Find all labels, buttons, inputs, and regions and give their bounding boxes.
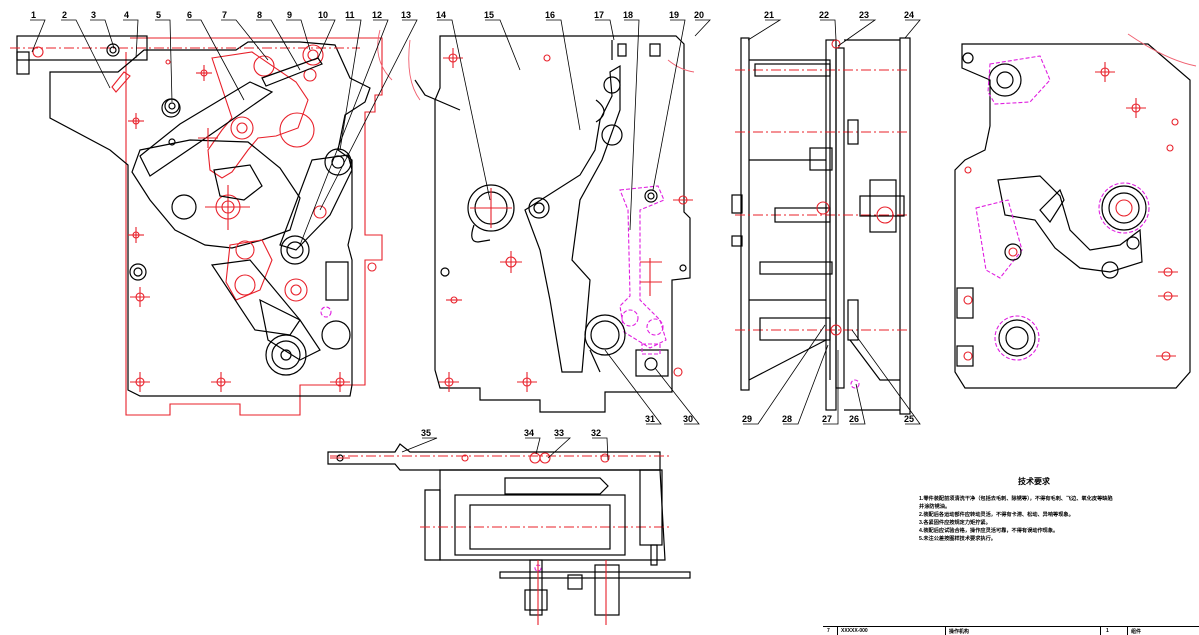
title-block-divider (1127, 627, 1128, 635)
part-label-31: 31 (645, 414, 655, 424)
part-label-13: 13 (401, 10, 411, 20)
technical-requirements-title: 技术要求 (1018, 477, 1050, 486)
title-block-cell: 7 (827, 628, 830, 634)
part-label-22: 22 (819, 10, 829, 20)
view-bottom (327, 443, 691, 625)
part-label-23: 23 (859, 10, 869, 20)
part-label-32: 32 (591, 428, 601, 438)
title-block-cell: 组件 (1131, 629, 1142, 635)
part-label-19: 19 (669, 10, 679, 20)
part-label-9: 9 (287, 10, 292, 20)
requirement-line: 4.装配后应试验合格，操作应灵活可靠，不得有误动作现象。 (919, 528, 1059, 534)
view-front-left (10, 29, 393, 416)
title-block-cell: XXXXX-000 (841, 628, 868, 634)
part-label-28: 28 (782, 414, 792, 424)
requirement-line: 1.零件装配前须清洗干净（包括去毛刺、除锈等），不得有毛刺、飞边、氧化皮等缺陷 (919, 496, 1113, 502)
view-side (731, 37, 911, 415)
part-label-17: 17 (594, 10, 604, 20)
view-front-middle (408, 35, 695, 413)
part-label-4: 4 (124, 10, 129, 20)
part-label-1: 1 (31, 10, 36, 20)
title-block-cell: 1 (1106, 628, 1109, 634)
part-labels: 1 2 3 4 5 6 7 8 9 10 11 12 13 14 15 16 1… (31, 10, 914, 438)
part-label-3: 3 (91, 10, 96, 20)
title-block-divider (837, 627, 838, 635)
title-block: 7 XXXXX-000 操作机构 1 组件 (823, 626, 1199, 635)
part-label-20: 20 (694, 10, 704, 20)
part-label-21: 21 (764, 10, 774, 20)
part-label-29: 29 (742, 414, 752, 424)
part-label-6: 6 (187, 10, 192, 20)
part-label-16: 16 (545, 10, 555, 20)
part-label-33: 33 (554, 428, 564, 438)
title-block-cell: 操作机构 (949, 629, 970, 635)
part-label-27: 27 (822, 414, 832, 424)
part-label-35: 35 (421, 428, 431, 438)
part-label-5: 5 (156, 10, 161, 20)
part-label-14: 14 (436, 10, 446, 20)
technical-requirements: 技术要求 1.零件装配前须清洗干净（包括去毛刺、除锈等），不得有毛刺、飞边、氧化… (919, 476, 1149, 543)
part-label-11: 11 (345, 10, 355, 20)
part-label-12: 12 (372, 10, 382, 20)
part-label-10: 10 (318, 10, 328, 20)
title-block-divider (1100, 627, 1101, 635)
part-label-8: 8 (257, 10, 262, 20)
part-label-7: 7 (222, 10, 227, 20)
part-label-24: 24 (904, 10, 914, 20)
part-label-15: 15 (484, 10, 494, 20)
leader-lines (30, 19, 921, 461)
title-block-divider (945, 627, 946, 635)
part-label-18: 18 (623, 10, 633, 20)
part-label-34: 34 (524, 428, 534, 438)
requirement-line: 3.各紧固件应按规定力矩拧紧。 (919, 520, 991, 526)
part-label-26: 26 (849, 414, 859, 424)
part-label-2: 2 (62, 10, 67, 20)
view-right (954, 33, 1197, 389)
part-label-25: 25 (904, 414, 914, 424)
requirement-line: 2.装配后各运动部件应转动灵活，不得有卡滞、松动、异响等现象。 (919, 512, 1074, 518)
requirement-line: 并涂防锈油。 (919, 504, 951, 510)
part-label-30: 30 (683, 414, 693, 424)
requirement-line: 5.未注公差按图样技术要求执行。 (919, 536, 996, 542)
